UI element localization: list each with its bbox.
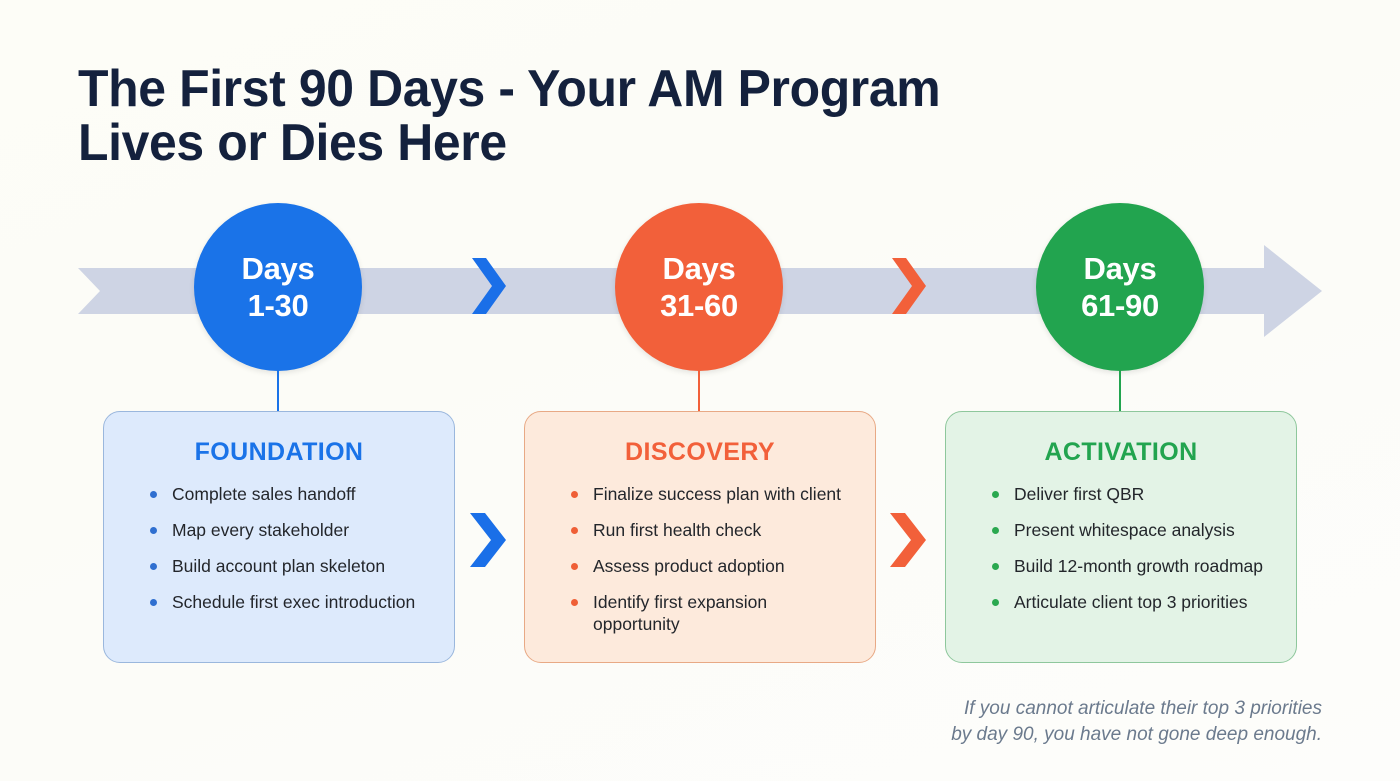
timeline-chevron-2-icon [892,258,926,314]
phase-circle-1-line2: 1-30 [247,288,309,323]
phase-card-discovery[interactable]: DISCOVERY Finalize success plan with cli… [524,411,876,663]
list-item: Identify first expansion opportunity [571,591,853,635]
list-item-label: Finalize success plan with client [593,484,842,504]
phase-connector-3 [1119,365,1121,413]
bullet-dot-icon [571,527,578,534]
list-item-label: Run first health check [593,520,762,540]
phase-circle-2-line1: Days [662,251,736,286]
list-item-label: Schedule first exec introduction [172,592,416,612]
card-chevron-2-icon [890,513,926,567]
list-item: Complete sales handoff [150,483,432,505]
list-item: Schedule first exec introduction [150,591,432,613]
phase-circle-3-line1: Days [1083,251,1157,286]
phase-card-activation-title: ACTIVATION [1044,438,1198,466]
list-item: Present whitespace analysis [992,519,1274,541]
bullet-dot-icon [150,527,157,534]
phase-card-foundation-title: FOUNDATION [194,438,364,466]
bullet-dot-icon [992,563,999,570]
phase-card-discovery-title: DISCOVERY [625,438,775,466]
phase-circle-1[interactable]: Days 1-30 [194,203,362,371]
list-item-label: Build 12-month growth roadmap [1014,556,1264,576]
list-item: Build account plan skeleton [150,555,432,577]
list-item-label: Articulate client top 3 priorities [1014,592,1248,612]
timeline-arrow-head-icon [1264,245,1322,337]
phase-card-discovery-bullets: Finalize success plan with client Run fi… [547,483,853,635]
list-item-label: Map every stakeholder [172,520,350,540]
list-item: Assess product adoption [571,555,853,577]
phase-connector-1 [277,365,279,413]
bullet-dot-icon [150,599,157,606]
list-item: Build 12-month growth roadmap [992,555,1274,577]
bullet-dot-icon [571,491,578,498]
phase-circle-3-line2: 61-90 [1081,288,1159,323]
list-item-label: Assess product adoption [593,556,785,576]
bullet-dot-icon [150,563,157,570]
phase-circle-2-line2: 31-60 [660,288,738,323]
phase-circle-3[interactable]: Days 61-90 [1036,203,1204,371]
footnote-text: If you cannot articulate their top 3 pri… [951,698,1322,745]
card-chevron-1-icon [470,513,506,567]
phase-card-foundation[interactable]: FOUNDATION Complete sales handoff Map ev… [103,411,455,663]
list-item-label: Present whitespace analysis [1014,520,1235,540]
phase-circle-2[interactable]: Days 31-60 [615,203,783,371]
phase-card-activation[interactable]: ACTIVATION Deliver first QBR Present whi… [945,411,1297,663]
phase-card-activation-bullets: Deliver first QBR Present whitespace ana… [968,483,1274,613]
list-item: Map every stakeholder [150,519,432,541]
list-item-label: Identify first expansion opportunity [593,592,768,634]
phase-circle-1-line1: Days [241,251,315,286]
list-item-label: Deliver first QBR [1014,484,1145,504]
list-item: Deliver first QBR [992,483,1274,505]
page-title: The First 90 Days - Your AM Program Live… [78,60,941,172]
bullet-dot-icon [992,491,999,498]
phase-connector-2 [698,365,700,413]
bullet-dot-icon [571,563,578,570]
list-item: Finalize success plan with client [571,483,853,505]
bullet-dot-icon [150,491,157,498]
bullet-dot-icon [992,599,999,606]
list-item: Run first health check [571,519,853,541]
bullet-dot-icon [992,527,999,534]
bullet-dot-icon [571,599,578,606]
list-item: Articulate client top 3 priorities [992,591,1274,613]
list-item-label: Build account plan skeleton [172,556,386,576]
list-item-label: Complete sales handoff [172,484,356,504]
phase-card-foundation-bullets: Complete sales handoff Map every stakeho… [126,483,432,613]
timeline-chevron-1-icon [472,258,506,314]
